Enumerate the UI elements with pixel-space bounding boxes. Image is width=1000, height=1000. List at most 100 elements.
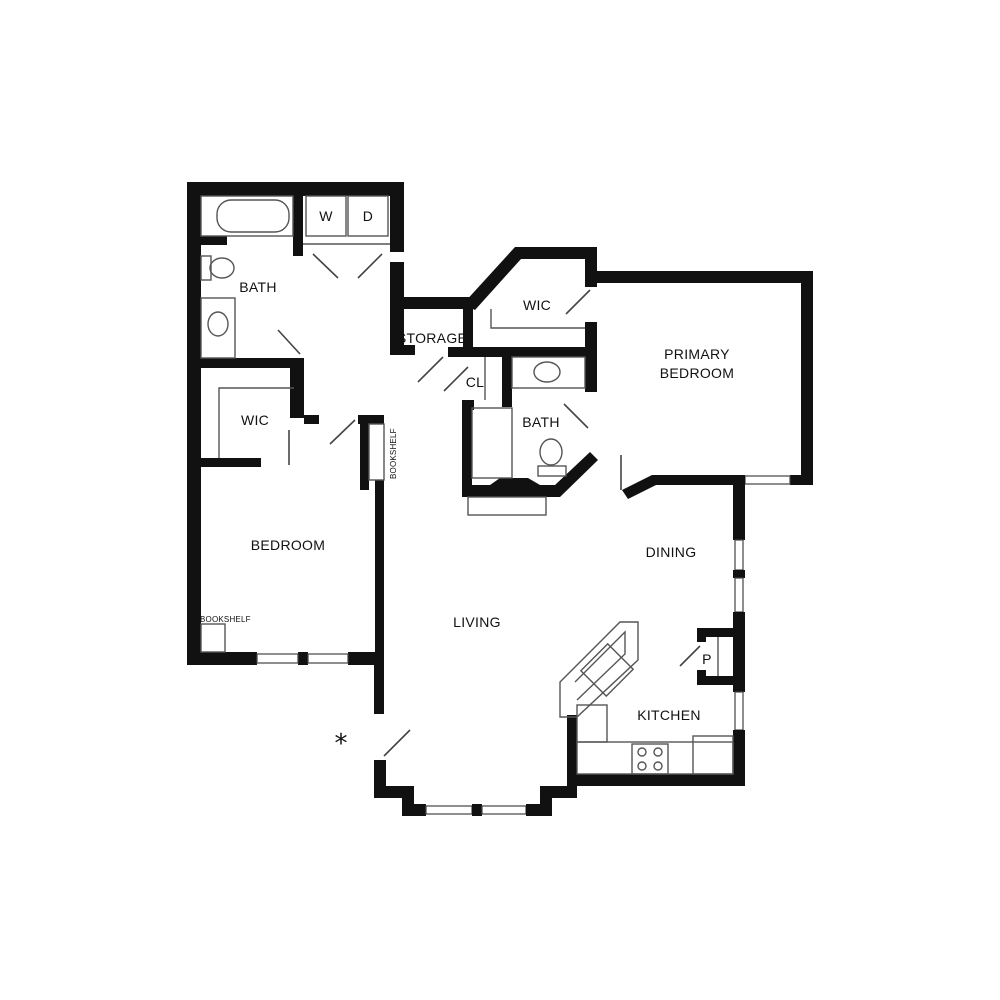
- kitchen-peninsula-inner: [574, 630, 626, 701]
- wall-storage-right: [463, 297, 473, 357]
- burner-4: [653, 761, 663, 771]
- wall-bookshelf-post: [360, 415, 369, 490]
- wall-left-outer: [187, 182, 201, 665]
- window-dining-2: [734, 577, 744, 613]
- wall-wic-door-stub: [304, 415, 319, 424]
- door-laundry-right: [357, 253, 383, 279]
- wall-bay-right-step: [540, 786, 577, 798]
- vanity-left: [200, 297, 236, 359]
- wall-pantry-left-top: [697, 628, 706, 642]
- wall-top-left: [187, 182, 404, 196]
- wall-primary-bottom-right: [790, 475, 813, 485]
- window-kitchen: [734, 691, 744, 731]
- label-wic-top: WIC: [523, 297, 551, 313]
- wall-wic-top-seg: [290, 358, 304, 418]
- hearth: [467, 496, 547, 516]
- walls: [187, 182, 813, 816]
- wic-left-shelf: [218, 387, 294, 458]
- dryer: [347, 195, 389, 237]
- door-storage: [417, 356, 444, 383]
- toilet-bowl-left: [209, 257, 235, 279]
- wall-primary-right: [801, 271, 813, 485]
- doors: [277, 253, 701, 757]
- stove: [631, 743, 669, 775]
- bathtub-inner: [216, 199, 290, 233]
- wall-pantry-top: [697, 628, 745, 637]
- vanity-center: [511, 356, 586, 389]
- sink-center: [533, 361, 561, 383]
- door-bedroom: [329, 419, 356, 445]
- entry-marker: *: [335, 729, 348, 759]
- door-entry: [383, 729, 411, 757]
- wall-storage-top: [390, 297, 470, 309]
- refrigerator: [692, 735, 734, 775]
- label-pantry: P: [702, 651, 712, 667]
- bookshelf-bedroom: [200, 623, 226, 653]
- label-dryer: D: [363, 208, 373, 224]
- kitchen-sink: [579, 642, 635, 698]
- wall-center-bath-bottom: [462, 452, 598, 497]
- wall-bedroom-right: [358, 415, 384, 424]
- label-bookshelf-bedroom: BOOKSHELF: [200, 615, 251, 624]
- wall-bedroom-right-lower: [375, 480, 384, 652]
- label-primary-bedroom-line1: PRIMARY: [664, 346, 730, 362]
- label-kitchen: KITCHEN: [637, 707, 701, 723]
- wall-bay-bottom-left: [402, 804, 426, 816]
- label-storage: STORAGE: [397, 330, 467, 346]
- wall-living-left: [374, 652, 384, 714]
- wall-wic-top-angled: [463, 247, 597, 310]
- label-dining: DINING: [646, 544, 697, 560]
- wall-cl-top: [448, 347, 588, 357]
- label-living: LIVING: [453, 614, 501, 630]
- wall-dining-right-b: [733, 570, 745, 578]
- wall-bath-left-stub: [201, 236, 227, 245]
- toilet-bowl-center: [539, 438, 563, 466]
- burner-2: [653, 747, 663, 757]
- wall-bath-bottom: [201, 358, 301, 368]
- wall-primary-top: [585, 271, 813, 283]
- window-bedroom-2: [307, 653, 349, 664]
- burner-1: [637, 747, 647, 757]
- labels: BATH W D STORAGE WIC PRIMARY BEDROOM CL …: [200, 208, 734, 759]
- wall-bedroom-bottom-b: [298, 652, 308, 665]
- wall-bedroom-bottom-a: [187, 652, 257, 665]
- label-bath-left: BATH: [239, 279, 277, 295]
- wall-wic-right-lower: [585, 322, 597, 392]
- washer: [305, 195, 347, 237]
- wall-cl-left: [462, 400, 472, 495]
- door-bath-center: [563, 403, 589, 429]
- label-primary-bedroom-line2: BEDROOM: [660, 365, 734, 381]
- wall-dining-right-a: [733, 482, 745, 540]
- wall-primary-bottom-left: [622, 475, 745, 499]
- label-bath-center: BATH: [522, 414, 560, 430]
- wall-kitchen-right: [733, 730, 745, 786]
- toilet-tank-left: [200, 255, 212, 281]
- label-closet: CL: [466, 374, 485, 390]
- toilet-tank-center: [537, 465, 567, 477]
- shower-center: [471, 407, 513, 479]
- door-pantry: [679, 645, 701, 667]
- wall-kitchen-left: [567, 715, 577, 786]
- wall-kitchen-bottom: [570, 774, 745, 786]
- wic-top-shelf: [490, 309, 585, 329]
- label-wic-left: WIC: [241, 412, 269, 428]
- window-dining-1: [734, 539, 744, 571]
- bathtub: [200, 195, 294, 237]
- door-closet: [443, 366, 469, 392]
- window-bay-2: [481, 805, 527, 815]
- wall-pantry-left-bottom: [697, 670, 706, 685]
- window-bedroom-1: [256, 653, 299, 664]
- dishwasher: [576, 704, 608, 743]
- label-bedroom: BEDROOM: [251, 537, 325, 553]
- door-bath-left: [277, 329, 301, 355]
- door-laundry-left: [312, 253, 339, 279]
- burner-3: [637, 761, 647, 771]
- window-bay-1: [425, 805, 473, 815]
- wall-wic-bottom: [201, 458, 261, 467]
- wall-storage-bottom: [390, 345, 415, 355]
- wall-bath-laundry-divider: [293, 196, 303, 256]
- wall-pantry-bottom: [697, 676, 745, 685]
- kitchen-peninsula: [559, 621, 639, 718]
- sink-left: [207, 311, 229, 337]
